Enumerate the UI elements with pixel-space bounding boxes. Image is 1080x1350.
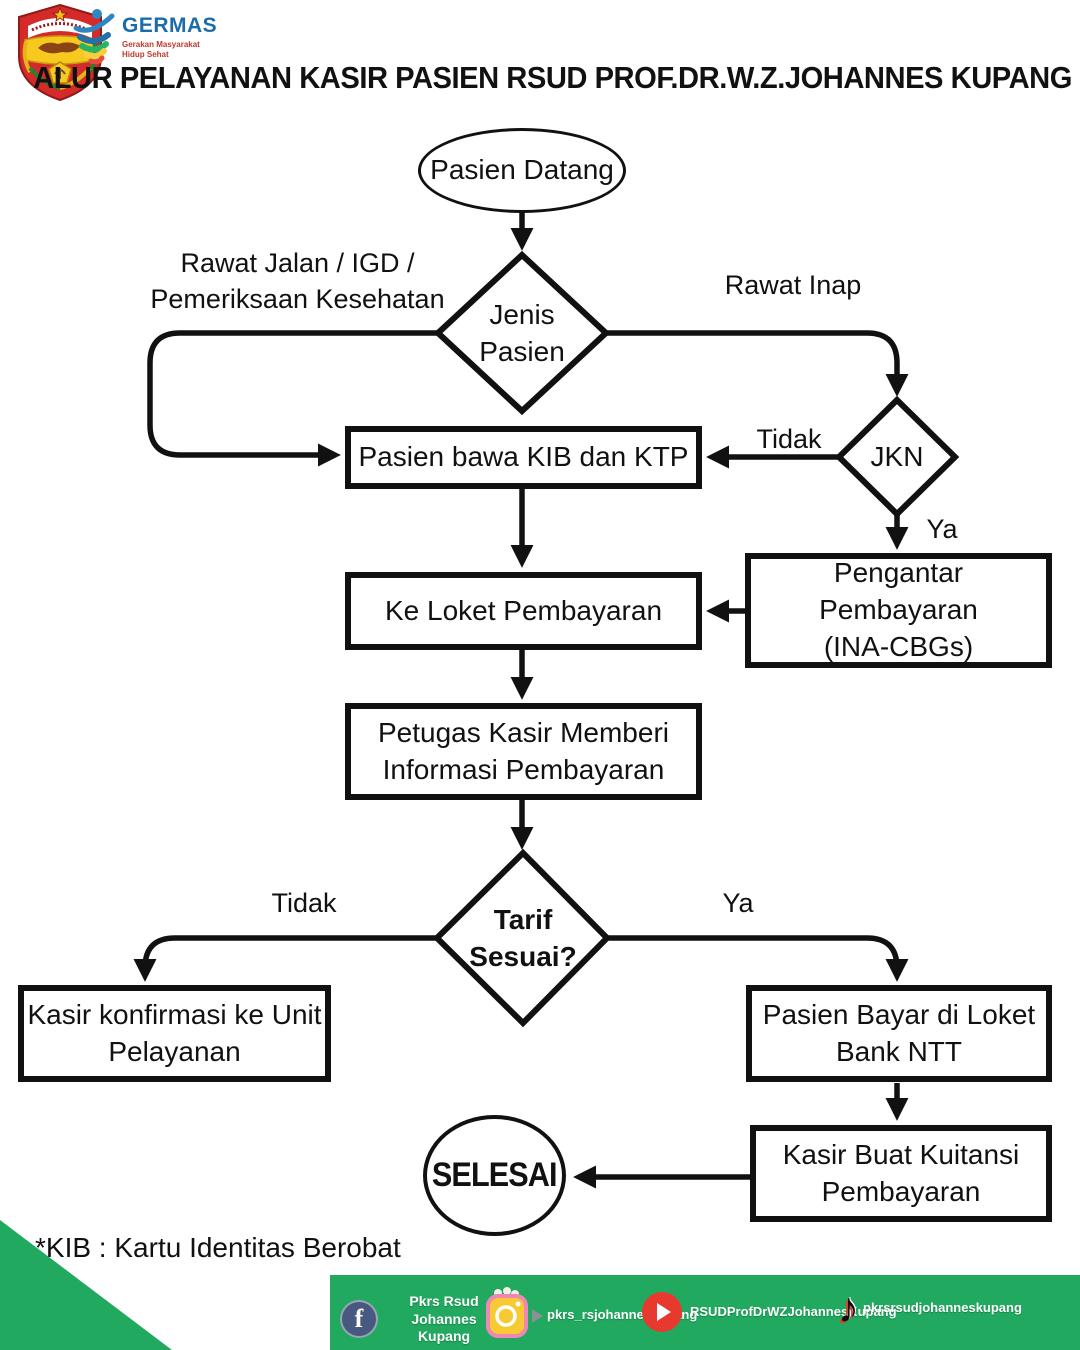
node-pasien-bayar: Pasien Bayar di Loket Bank NTT — [746, 985, 1052, 1082]
tiktok-icon: ♪ — [838, 1284, 859, 1331]
tiktok-handle: pkrsrsudjohanneskupang — [863, 1299, 1022, 1315]
youtube-item: RSUDProfDrWZJohannesKupang — [642, 1292, 897, 1332]
node-kasir-konfirmasi: Kasir konfirmasi ke Unit Pelayanan — [18, 985, 331, 1082]
social-footer-bar: f Pkrs Rsud Johannes Kupang pkrs_rsjohan… — [330, 1275, 1080, 1350]
decision-tarif-shape — [432, 848, 612, 1028]
node-ke-loket: Ke Loket Pembayaran — [345, 572, 702, 650]
node-petugas-kasir: Petugas Kasir Memberi Informasi Pembayar… — [345, 703, 702, 800]
youtube-icon — [642, 1292, 682, 1332]
edge-label-rawat-inap: Rawat Inap — [724, 270, 862, 300]
edge-tarif-to-bayar — [607, 935, 909, 982]
page-title: ALUR PELAYANAN KASIR PASIEN RSUD PROF.DR… — [33, 60, 1072, 95]
node-pengantar-pembayaran: Pengantar Pembayaran (INA-CBGs) — [745, 553, 1052, 668]
youtube-handle: RSUDProfDrWZJohannesKupang — [690, 1303, 897, 1319]
facebook-icon: f — [340, 1300, 378, 1339]
germas-figure-icon — [70, 6, 118, 69]
edge-jenis-to-jkn — [606, 330, 909, 397]
germas-tagline: Gerakan Masyarakat Hidup Sehat — [122, 40, 200, 59]
edge-label-jkn-ya: Ya — [926, 514, 958, 544]
edge-tarif-to-konfirmasi — [133, 935, 437, 982]
node-jenis-pasien-label: Jenis Pasien — [479, 299, 565, 367]
tiktok-item: ♪ pkrsrsudjohanneskupang — [838, 1287, 1022, 1329]
edge-label-rawat-jalan: Rawat Jalan / IGD / Pemeriksaan Kesehata… — [150, 248, 445, 314]
node-jkn-label: JKN — [870, 440, 924, 472]
instagram-icon — [480, 1287, 530, 1344]
germas-wordmark: GERMAS — [122, 14, 218, 37]
germas-logo: GERMAS Gerakan Masyarakat Hidup Sehat — [70, 6, 217, 69]
kib-footnote: *KIB : Kartu Identitas Berobat — [35, 1232, 401, 1263]
decision-jkn-shape — [834, 395, 960, 519]
node-tarif-sesuai-label: Tarif Sesuai? — [469, 904, 577, 972]
facebook-item: f Pkrs Rsud Johannes Kupang — [340, 1293, 500, 1346]
edge-label-tarif-tidak: Tidak — [271, 888, 337, 918]
node-selesai: SELESAI — [423, 1115, 566, 1236]
edge-label-jkn-tidak: Tidak — [756, 424, 822, 454]
facebook-handle: Pkrs Rsud Johannes Kupang — [409, 1293, 479, 1344]
node-kasir-kuitansi: Kasir Buat Kuitansi Pembayaran — [750, 1125, 1052, 1222]
pointer-icon — [532, 1308, 543, 1323]
node-pasien-bawa-kib: Pasien bawa KIB dan KTP — [345, 426, 702, 489]
node-pasien-datang: Pasien Datang — [418, 128, 626, 213]
edge-jenis-to-kib — [147, 330, 438, 467]
decision-jenis-pasien-shape — [433, 250, 611, 416]
edge-label-tarif-ya: Ya — [722, 888, 754, 918]
